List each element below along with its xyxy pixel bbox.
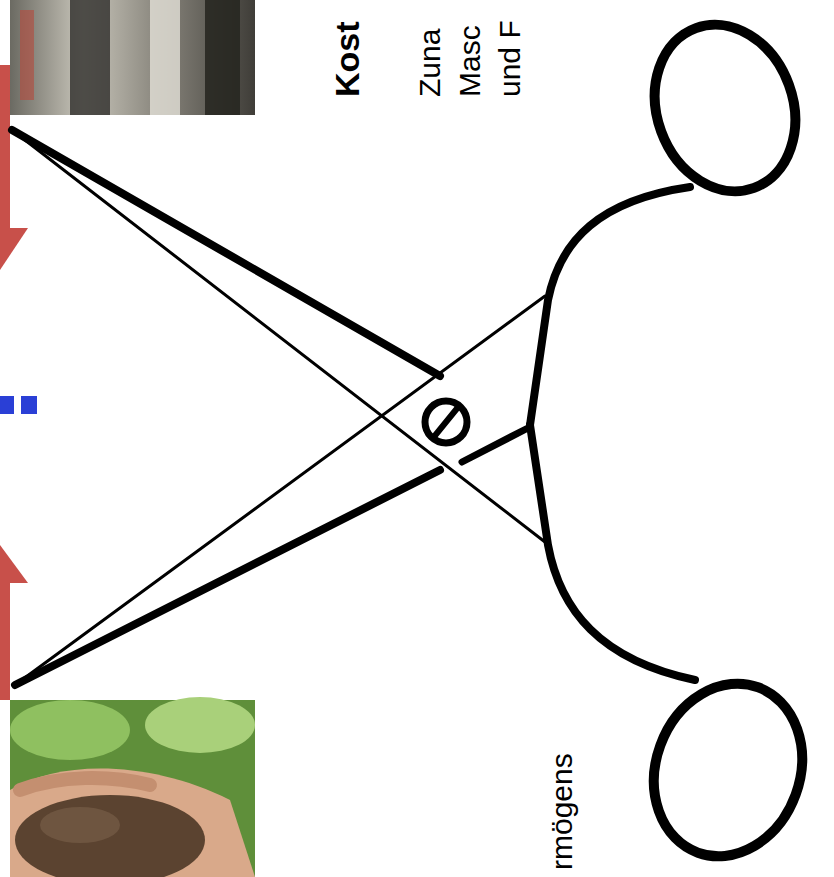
red-arrow — [0, 65, 28, 700]
slide-text: rmögens — [546, 753, 578, 870]
scissors — [12, 5, 826, 877]
tree-photo — [10, 0, 255, 115]
blue-dots — [0, 396, 37, 414]
slide-text: Zuna Masc und F — [410, 2, 530, 97]
soil-photo — [10, 697, 255, 877]
slide-text: Kost — [330, 21, 364, 97]
